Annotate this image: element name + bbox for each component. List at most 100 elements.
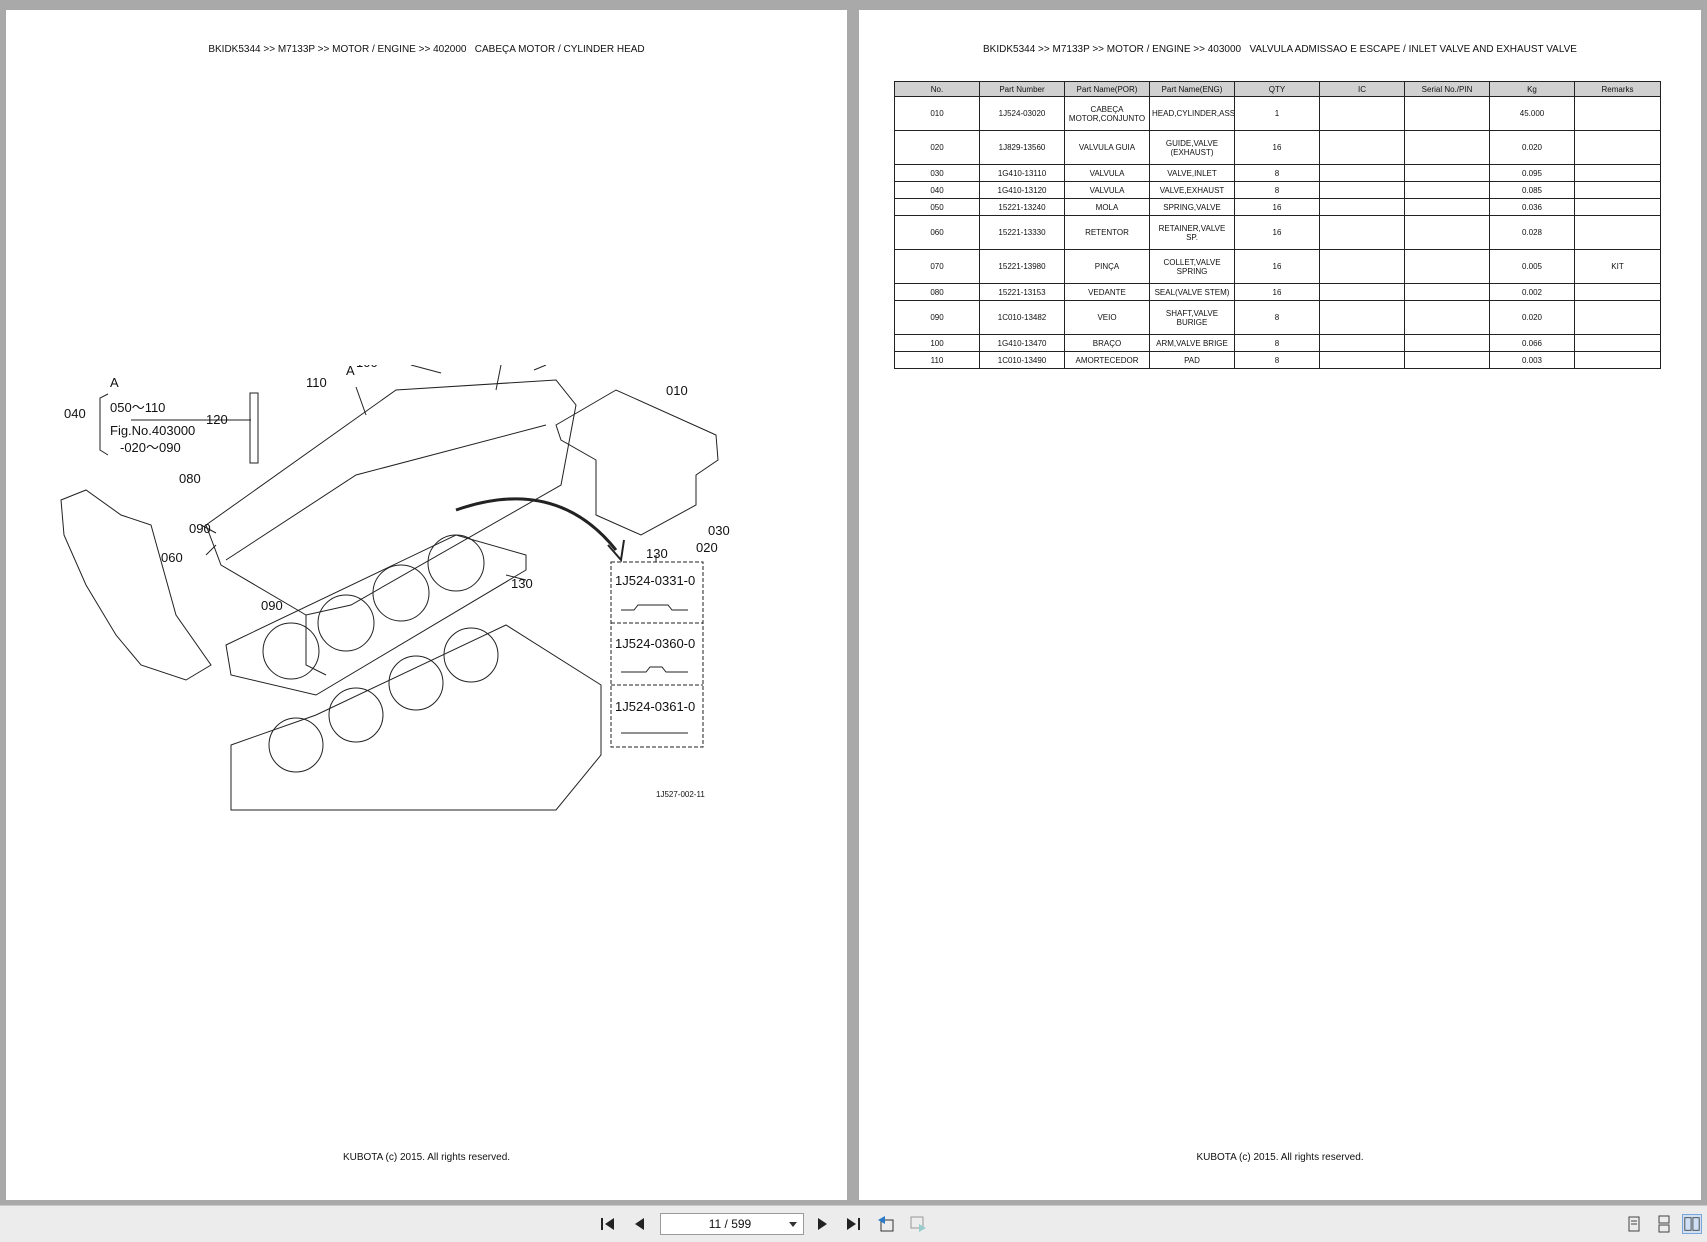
table-cell: 1J524-03020 [979,96,1065,131]
first-page-icon[interactable] [598,1214,618,1234]
table-cell: BRAÇO [1064,334,1150,352]
table-cell: VEIO [1064,300,1150,335]
table-cell [1319,351,1405,369]
col-header-part-name-por: Part Name(POR) [1064,81,1150,97]
table-cell: GUIDE,VALVE (EXHAUST) [1149,130,1235,165]
callout-090-top: 090 [189,521,211,536]
single-page-icon[interactable] [1624,1214,1644,1234]
table-cell: 030 [894,164,980,182]
table-cell: 8 [1234,181,1320,199]
table-cell: RETAINER,VALVE SP. [1149,215,1235,250]
figure-code: 1J527-002-11 [656,790,705,799]
table-cell [1404,300,1490,335]
bracket-line-fig: Fig.No.403000 [110,423,195,438]
callout-090-bottom: 090 [261,598,283,613]
callout-130: 130 [511,576,533,591]
table-cell [1319,164,1405,182]
facing-pages-icon[interactable] [1682,1214,1702,1234]
page-footer: KUBOTA (c) 2015. All rights reserved. [1196,1152,1364,1163]
col-header-remarks: Remarks [1574,81,1661,97]
table-cell: 0.020 [1489,130,1575,165]
col-header-part-name-eng: Part Name(ENG) [1149,81,1235,97]
table-cell: 0.095 [1489,164,1575,182]
callout-100: 100 [356,365,378,370]
col-header-serial: Serial No./PIN [1404,81,1490,97]
col-header-no: No. [894,81,980,97]
table-cell [1404,334,1490,352]
table-cell: 0.036 [1489,198,1575,216]
callout-080: 080 [179,471,201,486]
table-cell: 0.020 [1489,300,1575,335]
table-cell: 040 [894,181,980,199]
table-cell: 080 [894,283,980,301]
table-cell: 020 [894,130,980,165]
table-cell: 16 [1234,249,1320,284]
table-cell: PINÇA [1064,249,1150,284]
table-cell: 010 [894,96,980,131]
table-cell: VALVULA [1064,181,1150,199]
go-back-icon[interactable] [876,1214,896,1234]
table-cell: 1G410-13110 [979,164,1065,182]
table-cell [1319,283,1405,301]
bracket-line-range2: -020～090 [120,440,181,455]
table-cell: CABEÇA MOTOR,CONJUNTO [1064,96,1150,131]
table-cell: VALVULA [1064,164,1150,182]
table-cell: PAD [1149,351,1235,369]
table-cell: RETENTOR [1064,215,1150,250]
table-cell: VEDANTE [1064,283,1150,301]
continuous-page-icon[interactable] [1654,1214,1674,1234]
table-cell [1404,249,1490,284]
table-cell: 16 [1234,130,1320,165]
table-cell [1574,300,1661,335]
table-cell [1404,351,1490,369]
table-cell: 100 [894,334,980,352]
table-cell: 050 [894,198,980,216]
table-cell: 1J829-13560 [979,130,1065,165]
table-cell: 8 [1234,300,1320,335]
callout-110: 110 [306,375,327,390]
bracket-line-a: A [110,375,119,390]
table-cell: 15221-13153 [979,283,1065,301]
table-cell: 0.028 [1489,215,1575,250]
table-cell [1404,164,1490,182]
table-cell [1319,198,1405,216]
table-cell [1319,96,1405,131]
table-cell: 15221-13240 [979,198,1065,216]
table-cell: SPRING,VALVE [1149,198,1235,216]
gasket-option-1: 1J524-0331-0 [615,573,695,588]
parts-table: No. Part Number Part Name(POR) Part Name… [894,81,1661,369]
last-page-icon[interactable] [843,1214,863,1234]
table-cell [1319,300,1405,335]
table-cell: SHAFT,VALVE BURIGE [1149,300,1235,335]
right-page: BKIDK5344 >> M7133P >> MOTOR / ENGINE >>… [859,10,1701,1200]
table-cell [1574,130,1661,165]
table-cell [1404,198,1490,216]
page-number-select[interactable]: 11 / 599 [660,1213,804,1235]
table-cell: 16 [1234,198,1320,216]
table-cell: 090 [894,300,980,335]
table-cell: VALVE,EXHAUST [1149,181,1235,199]
table-cell [1404,96,1490,131]
table-cell: HEAD,CYLINDER,ASSY [1149,96,1235,131]
next-page-icon[interactable] [812,1214,832,1234]
callout-020: 020 [696,540,718,555]
table-cell: 1C010-13490 [979,351,1065,369]
prev-page-icon[interactable] [630,1214,650,1234]
table-cell: KIT [1574,249,1661,284]
gasket-option-2: 1J524-0360-0 [615,636,695,651]
go-forward-icon[interactable] [908,1214,928,1234]
table-cell: 1G410-13470 [979,334,1065,352]
table-cell [1404,215,1490,250]
callout-120: 120 [206,412,228,427]
table-cell: 0.005 [1489,249,1575,284]
page-header: BKIDK5344 >> M7133P >> MOTOR / ENGINE >>… [208,44,645,55]
table-cell: 15221-13330 [979,215,1065,250]
